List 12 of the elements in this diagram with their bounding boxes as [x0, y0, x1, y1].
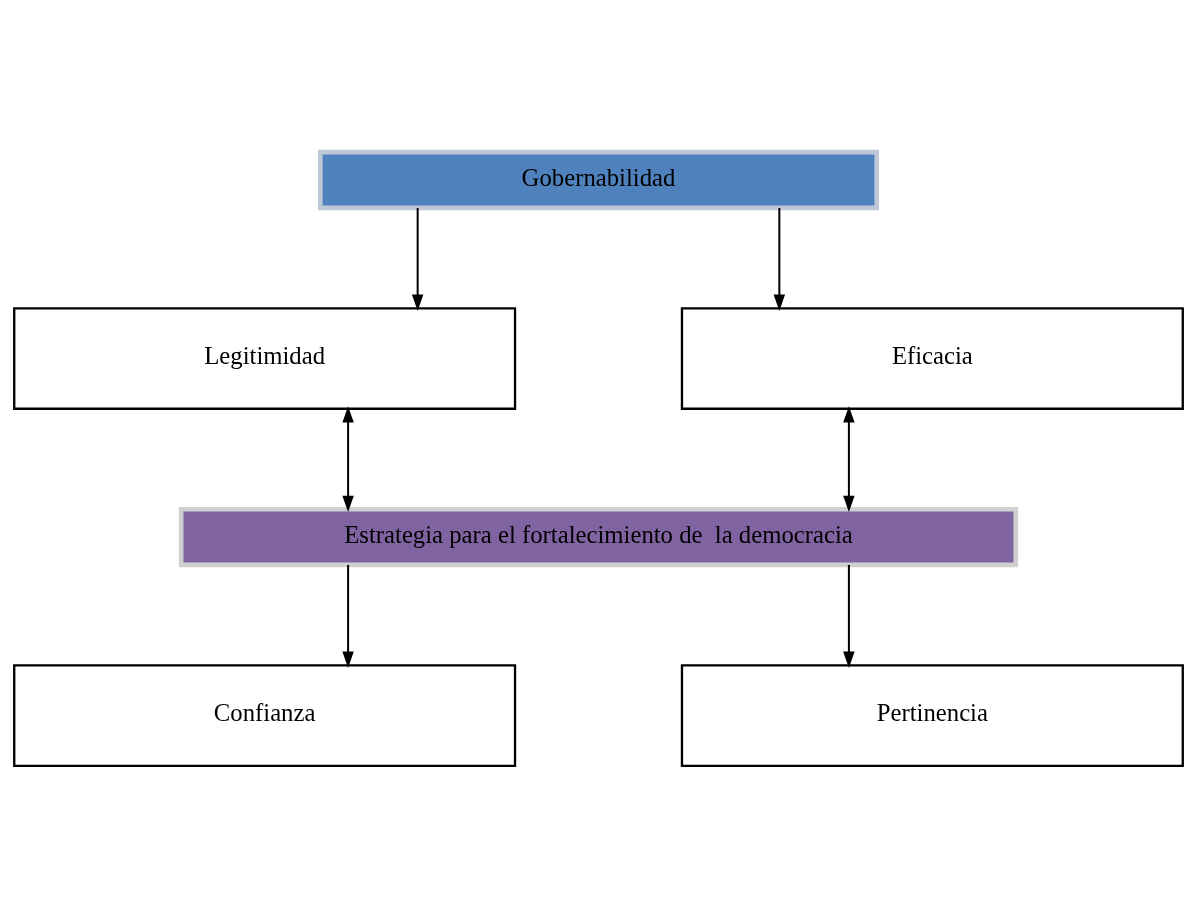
- node-box: Estrategia para el fortalecimiento de la democracia: [178, 506, 1019, 568]
- arrow: [342, 564, 354, 668]
- arrow: [411, 207, 424, 311]
- arrow: [843, 406, 855, 513]
- node-box: Pertinencia: [680, 664, 1184, 767]
- node-box: Gobernabilidad: [317, 149, 880, 211]
- node-box: Confianza: [13, 664, 517, 767]
- node-box: Legitimidad: [13, 307, 517, 410]
- arrow: [843, 564, 855, 668]
- node-box: Eficacia: [680, 307, 1184, 410]
- arrow: [342, 406, 354, 513]
- arrow: [773, 207, 786, 311]
